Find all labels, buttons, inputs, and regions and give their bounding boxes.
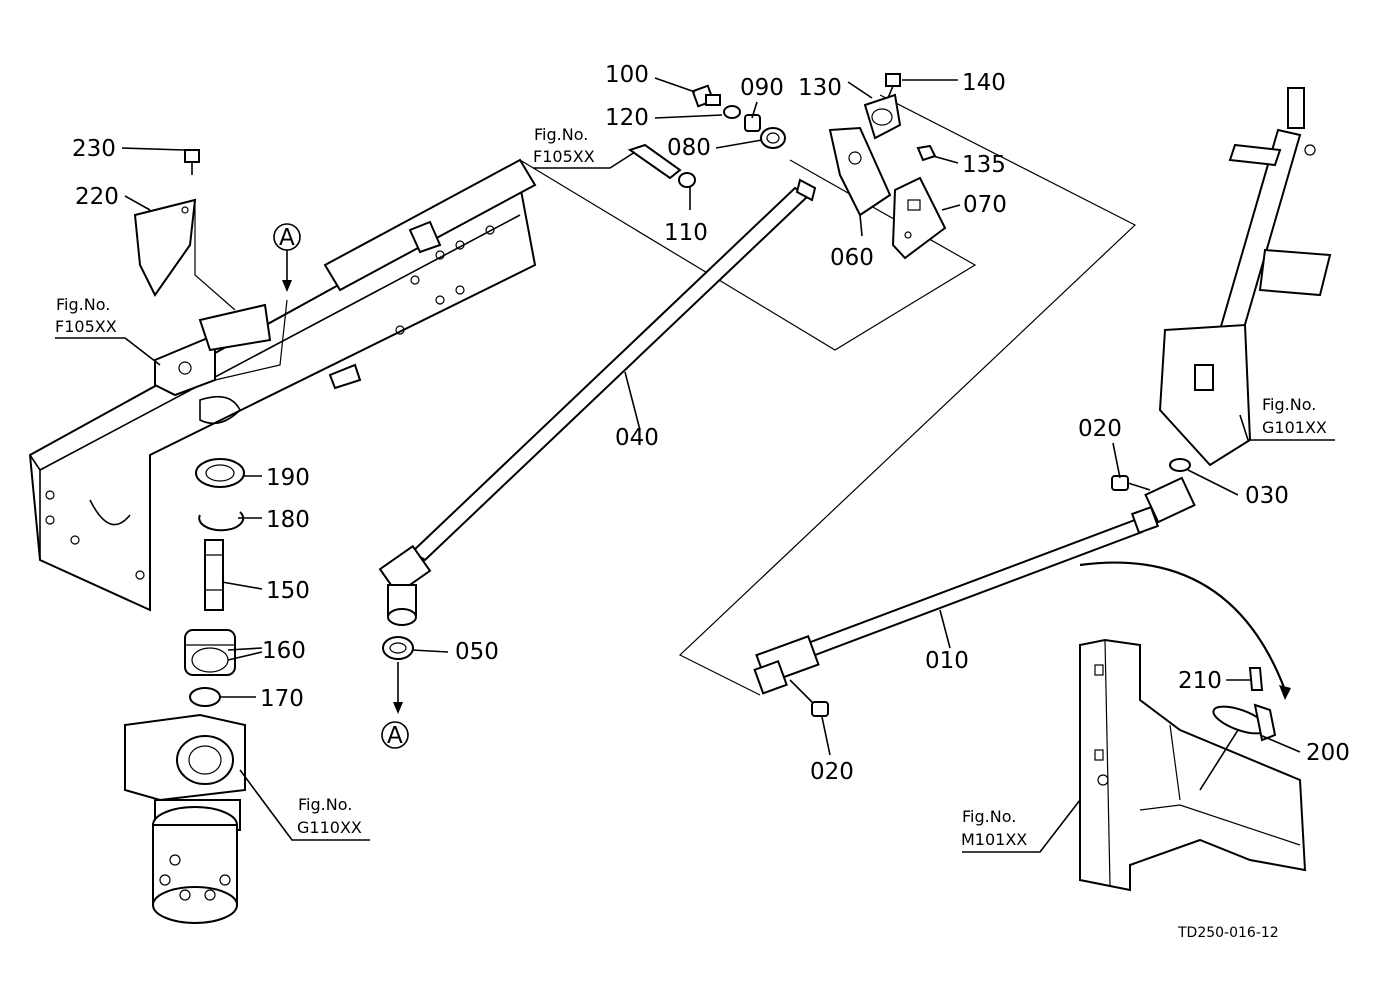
fig-ref-frame-top-line2: F105XX — [533, 147, 595, 166]
leader-lines — [55, 77, 1335, 853]
bushing-080 — [760, 127, 786, 149]
label-120: 120 — [605, 105, 649, 131]
label-150: 150 — [266, 578, 310, 604]
steering-pump-unit — [124, 713, 246, 924]
washer-030 — [1169, 458, 1191, 472]
bracket-060 — [828, 126, 892, 217]
drawing-code: TD250-016-12 — [1177, 925, 1279, 941]
snap-ring-170 — [189, 687, 221, 707]
label-020-bottom: 020 — [810, 759, 854, 785]
bolt-020-top — [1111, 475, 1151, 491]
fig-ref-frame-left-line1: Fig.No. — [56, 295, 110, 314]
bearing-160 — [184, 629, 236, 676]
bushing-050 — [382, 636, 414, 660]
label-130: 130 — [798, 75, 842, 101]
section-marker-bottom-label: A — [387, 723, 403, 749]
assembly-outline-top — [519, 94, 1137, 696]
fig-ref-frame-top-line1: Fig.No. — [534, 125, 588, 144]
label-010: 010 — [925, 648, 969, 674]
universal-joint-050-top — [378, 544, 432, 626]
lever-200 — [1212, 703, 1277, 742]
label-190: 190 — [266, 465, 310, 491]
label-140: 140 — [962, 70, 1006, 96]
label-030: 030 — [1245, 483, 1289, 509]
bolt-230 — [184, 149, 200, 175]
part-labels: 230 220 190 180 150 160 170 100 120 090 … — [72, 62, 1350, 785]
fig-ref-pump-unit: Fig.No. G110XX — [297, 795, 362, 837]
washer-120 — [723, 105, 741, 119]
plate-070 — [891, 176, 947, 260]
label-060: 060 — [830, 245, 874, 271]
bolt-020-bottom — [789, 679, 829, 717]
label-050: 050 — [455, 639, 499, 665]
bearing-130 — [863, 93, 902, 140]
label-040: 040 — [615, 425, 659, 451]
bolt-140 — [885, 73, 901, 99]
section-marker-top: A — [214, 223, 301, 381]
fig-ref-dash-panel: Fig.No. M101XX — [961, 807, 1027, 849]
label-135: 135 — [962, 152, 1006, 178]
pin-210 — [1248, 667, 1264, 691]
bolt-110 — [627, 143, 696, 188]
callout-arrow-curve — [1079, 561, 1291, 700]
label-180: 180 — [266, 507, 310, 533]
fig-ref-steering-column: Fig.No. G101XX — [1262, 395, 1327, 437]
shaft-150 — [204, 539, 224, 611]
label-170: 170 — [260, 686, 304, 712]
label-090: 090 — [740, 75, 784, 101]
label-110: 110 — [664, 220, 708, 246]
section-marker-bottom: A — [381, 662, 409, 749]
fig-ref-frame-left-line2: F105XX — [55, 317, 117, 336]
fig-ref-pump-unit-line1: Fig.No. — [298, 795, 352, 814]
fig-ref-steering-column-line1: Fig.No. — [1262, 395, 1316, 414]
label-080: 080 — [667, 135, 711, 161]
universal-joint-bottom — [753, 635, 820, 695]
fig-ref-dash-panel-line1: Fig.No. — [962, 807, 1016, 826]
fig-ref-frame-left: Fig.No. F105XX — [55, 295, 117, 336]
frame-holes — [45, 225, 495, 580]
label-220: 220 — [75, 184, 119, 210]
bolt-100 — [691, 84, 721, 108]
label-070: 070 — [963, 192, 1007, 218]
nut-135 — [916, 144, 937, 162]
fig-ref-pump-unit-line2: G110XX — [297, 818, 362, 837]
bracket-220 — [133, 198, 236, 311]
label-200: 200 — [1306, 740, 1350, 766]
section-marker-top-label: A — [279, 225, 295, 251]
steering-column — [1158, 87, 1332, 467]
label-230: 230 — [72, 136, 116, 162]
shaft-010 — [753, 476, 1196, 695]
frame-assembly — [28, 158, 537, 612]
fig-ref-dash-panel-line2: M101XX — [961, 830, 1027, 849]
dash-panel — [1079, 638, 1307, 892]
snap-ring-180 — [198, 511, 245, 532]
fig-ref-frame-top: Fig.No. F105XX — [533, 125, 595, 166]
seal-190 — [195, 458, 245, 488]
label-020-top: 020 — [1078, 416, 1122, 442]
fig-ref-steering-column-line2: G101XX — [1262, 418, 1327, 437]
label-100: 100 — [605, 62, 649, 88]
universal-joint-top — [1130, 476, 1196, 535]
label-160: 160 — [262, 638, 306, 664]
label-210: 210 — [1178, 668, 1222, 694]
shaft-040 — [378, 178, 817, 626]
